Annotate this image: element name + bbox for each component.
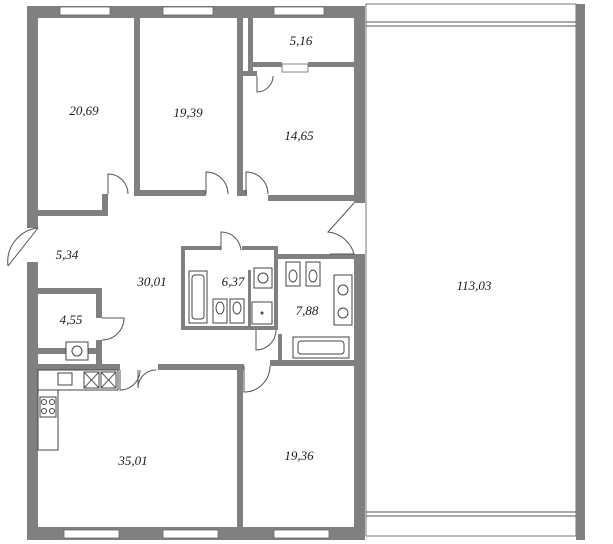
doors: [7, 75, 355, 393]
wall-partition: [237, 190, 247, 196]
shower-drain: [260, 311, 264, 315]
toilet-bowl: [215, 301, 225, 315]
wall-partition: [242, 246, 278, 250]
label-bath-1: 6,37: [222, 274, 245, 289]
window: [162, 529, 219, 539]
door-swing: [137, 369, 157, 389]
sink-bowl: [71, 345, 83, 357]
label-terrace: 113,03: [457, 278, 492, 293]
wall-partition: [237, 364, 243, 530]
door-swing: [326, 202, 355, 255]
sink-bowl: [337, 284, 349, 296]
window: [63, 529, 120, 539]
wall-right-lower: [354, 254, 365, 540]
label-bath-2: 7,88: [296, 303, 319, 318]
label-hall-entry: 5,34: [56, 247, 79, 262]
wall-partition: [181, 326, 277, 330]
stove-burner: [41, 408, 47, 414]
kitchen-sink: [57, 372, 73, 386]
door-swing: [107, 173, 129, 195]
wall-partition: [237, 16, 243, 194]
stove-burner: [49, 408, 55, 414]
wall-partition: [102, 194, 108, 216]
wall-partition: [38, 364, 120, 370]
door-swing: [7, 227, 39, 267]
bathtub-basin: [297, 340, 345, 355]
wall-partition: [134, 190, 206, 196]
label-room-a: 20,69: [69, 103, 99, 118]
wall-right-upper: [354, 6, 365, 203]
wall-partition: [270, 360, 358, 366]
label-storage: 4,55: [60, 312, 83, 327]
window: [273, 529, 330, 539]
door-swing: [256, 75, 274, 93]
storage-fixtures: [65, 341, 89, 361]
bidet-bowl: [232, 301, 242, 315]
wall-partition: [38, 210, 102, 216]
kitchen-fixtures: [37, 369, 119, 451]
wall-partition: [134, 16, 140, 194]
wall-partition: [274, 246, 278, 330]
toilet-bowl: [288, 269, 298, 283]
wall-partition: [243, 71, 257, 76]
interior-walls: [38, 16, 362, 530]
door-swing: [220, 231, 242, 251]
wall-partition: [248, 62, 282, 67]
sink-bowl: [257, 272, 269, 284]
terrace-wall-right: [576, 4, 585, 540]
door-swing: [255, 329, 277, 351]
label-room-e: 19,36: [284, 448, 314, 463]
wall-partition: [248, 16, 253, 76]
wall-partition: [308, 62, 358, 67]
window: [162, 6, 214, 16]
stove-burner: [49, 399, 55, 405]
door-swing: [245, 171, 269, 195]
window: [281, 63, 309, 73]
door-swing: [205, 171, 229, 195]
door-swing: [101, 317, 125, 341]
wall-partition: [278, 334, 282, 366]
wall-partition: [248, 270, 251, 326]
bath-2-fixtures: [285, 261, 353, 359]
label-room-c: 5,16: [290, 33, 313, 48]
stove-burner: [41, 399, 47, 405]
wall-partition: [278, 254, 362, 259]
wall-partition: [181, 246, 221, 250]
window: [59, 6, 111, 16]
wall-partition: [38, 288, 102, 294]
door-swing: [243, 365, 271, 393]
label-kitchen-living: 35,01: [117, 453, 147, 468]
wall-partition: [158, 364, 244, 370]
label-room-d: 14,65: [284, 128, 314, 143]
window: [273, 6, 325, 16]
bidet-bowl: [308, 269, 318, 283]
sink-bowl: [337, 307, 349, 319]
wall-left-upper: [27, 6, 38, 228]
windows: [59, 6, 330, 539]
label-corridor: 30,01: [136, 274, 166, 289]
wall-left-lower: [27, 262, 38, 540]
label-room-b: 19,39: [173, 105, 203, 120]
terrace-outline: [365, 3, 585, 540]
wall-partition: [96, 288, 102, 318]
bath-1-fixtures: [188, 267, 273, 325]
wall-partition: [181, 246, 185, 330]
wall-partition: [268, 195, 358, 201]
door-swing: [119, 369, 141, 391]
area-labels: 20,69 19,39 5,16 14,65 5,34 30,01 6,37 7…: [56, 33, 492, 468]
bathtub-basin: [191, 274, 205, 320]
